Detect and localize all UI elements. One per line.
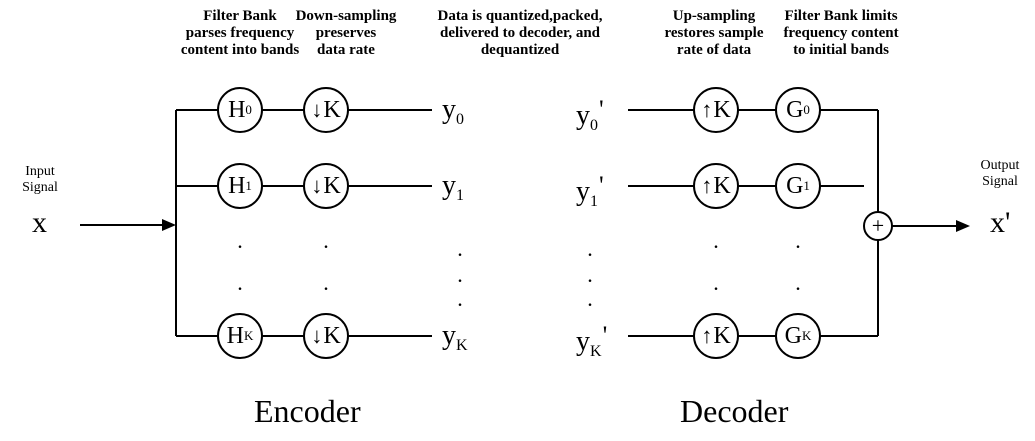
up-arrow-icon: ↑ bbox=[701, 323, 713, 348]
y1-output: y1 bbox=[442, 170, 464, 205]
ellipsis-dot: . bbox=[457, 286, 463, 311]
encoder-caption: Encoder bbox=[254, 393, 361, 429]
downsampler-1: ↓K bbox=[311, 173, 341, 199]
upsampler-0: ↑K bbox=[701, 97, 731, 123]
ellipsis-dot: . bbox=[323, 270, 329, 295]
up0-circle bbox=[693, 87, 739, 133]
yk-output: yK bbox=[442, 320, 468, 355]
yk-prime-input: yK' bbox=[576, 321, 608, 361]
encoder-filter-header: Filter Bank parses frequency content int… bbox=[180, 8, 300, 58]
decoder-filter-header: Filter Bank limits frequency content to … bbox=[783, 8, 899, 58]
upsample-header: Up-sampling restores sample rate of data bbox=[664, 8, 764, 58]
upsampler-1: ↑K bbox=[701, 173, 731, 199]
output-arrowhead bbox=[956, 220, 970, 232]
input-arrowhead bbox=[162, 219, 176, 231]
down0-circle bbox=[303, 87, 349, 133]
ellipsis-dot: . bbox=[587, 286, 593, 311]
ellipsis-dot: . bbox=[795, 228, 801, 253]
ellipsis-dot: . bbox=[713, 270, 719, 295]
up-arrow-icon: ↑ bbox=[701, 173, 713, 198]
input-signal-label: Input Signal bbox=[22, 164, 58, 195]
down1-circle bbox=[303, 163, 349, 209]
summer-plus: + bbox=[871, 213, 885, 238]
upsampler-k: ↑K bbox=[701, 323, 731, 349]
downsample-header: Down-sampling preserves data rate bbox=[295, 8, 397, 58]
ellipsis-dot: . bbox=[457, 236, 463, 261]
ellipsis-dot: . bbox=[457, 262, 463, 287]
output-signal-label: Output Signal bbox=[980, 158, 1020, 189]
downsampler-0: ↓K bbox=[311, 97, 341, 123]
ellipsis-dot: . bbox=[237, 228, 243, 253]
h1-circle bbox=[217, 163, 263, 209]
h0-circle bbox=[217, 87, 263, 133]
down-arrow-icon: ↓ bbox=[311, 173, 323, 198]
input-symbol: x bbox=[32, 206, 47, 239]
ellipsis-dot: . bbox=[713, 228, 719, 253]
down-arrow-icon: ↓ bbox=[311, 323, 323, 348]
g0-circle bbox=[775, 87, 821, 133]
decoder-caption: Decoder bbox=[680, 393, 789, 429]
ellipsis-dot: . bbox=[237, 270, 243, 295]
downk-circle bbox=[303, 313, 349, 359]
gk-circle bbox=[775, 313, 821, 359]
ellipsis-dot: . bbox=[587, 236, 593, 261]
up-arrow-icon: ↑ bbox=[701, 97, 713, 122]
g1-circle bbox=[775, 163, 821, 209]
channel-header: Data is quantized,packed, delivered to d… bbox=[437, 8, 603, 58]
y0-output: y0 bbox=[442, 94, 464, 129]
hk-circle bbox=[217, 313, 263, 359]
ellipsis-dot: . bbox=[323, 228, 329, 253]
downsampler-k: ↓K bbox=[311, 323, 341, 349]
summer-circle bbox=[863, 211, 893, 241]
upk-circle bbox=[693, 313, 739, 359]
output-symbol: x' bbox=[990, 206, 1011, 239]
down-arrow-icon: ↓ bbox=[311, 97, 323, 122]
ellipsis-dot: . bbox=[795, 270, 801, 295]
up1-circle bbox=[693, 163, 739, 209]
y0-prime-input: y0' bbox=[576, 95, 604, 135]
ellipsis-dot: . bbox=[587, 262, 593, 287]
y1-prime-input: y1' bbox=[576, 171, 604, 211]
